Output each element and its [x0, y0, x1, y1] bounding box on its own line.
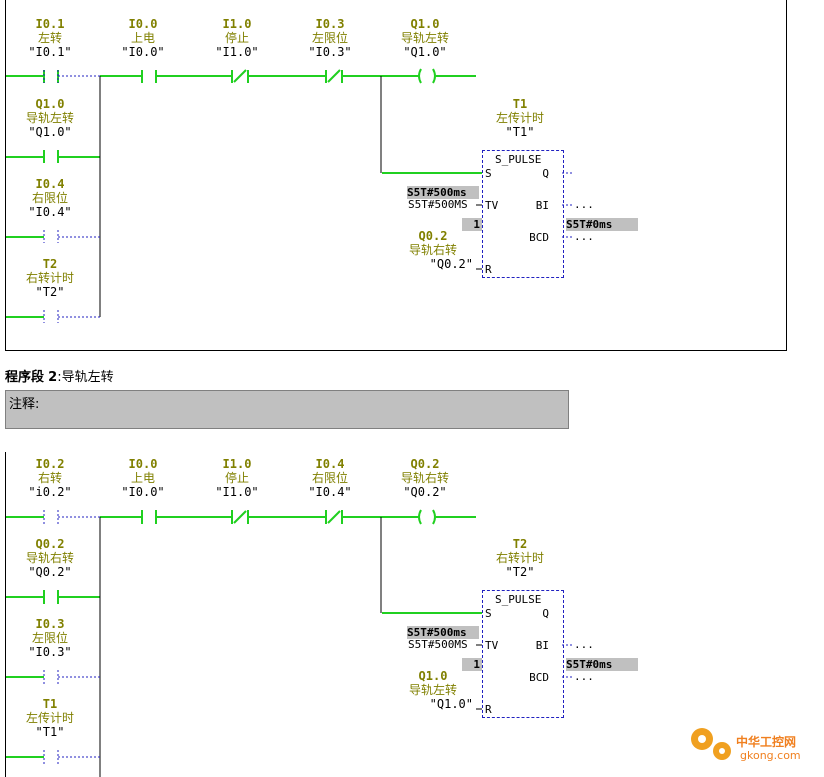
pin-r: R — [485, 263, 492, 276]
gear-logo-icon — [691, 728, 731, 760]
bi-ellipsis-n1: ... — [574, 198, 594, 211]
pin-bi: BI — [535, 199, 549, 212]
status-n1: 1 — [462, 218, 482, 231]
tv-value-n1: S5T#500ms — [407, 186, 479, 199]
pin-bi: BI — [535, 639, 549, 652]
timer-block-n2[interactable]: S_PULSE S Q TV BI BCD R — [482, 590, 564, 718]
branch-label-n1-2[interactable]: T2 右转计时 "T2" — [25, 257, 74, 299]
contact-label-n2-2[interactable]: I1.0 停止 "I1.0" — [215, 457, 259, 499]
timer-type: S_PULSE — [495, 153, 542, 166]
pin-q: Q — [542, 607, 549, 620]
timer-label-n2[interactable]: T2 右转计时 "T2" — [495, 537, 544, 579]
contact-label-n1-2[interactable]: I1.0 停止 "I1.0" — [215, 17, 259, 59]
network-1-ladder — [6, 68, 572, 323]
timer-label-n1[interactable]: T1 左传计时 "T1" — [495, 97, 544, 139]
pin-tv: TV — [485, 639, 499, 652]
tv-const-n1[interactable]: S5T#500MS — [408, 198, 468, 211]
reset-label-n2[interactable]: Q1.0 导轨左转 "Q1.0" — [408, 669, 473, 711]
branch-label-n1-0[interactable]: Q1.0 导轨左转 "Q1.0" — [25, 97, 74, 139]
watermark-en: gkong.com — [740, 749, 801, 762]
branch-label-n1-1[interactable]: I0.4 右限位 "I0.4" — [28, 177, 72, 219]
tv-value-n2: S5T#500ms — [407, 626, 479, 639]
gkong-watermark: 中华工控网 gkong.com — [684, 717, 820, 773]
network-2-frame — [5, 452, 6, 777]
bcd-ellipsis-n1: ... — [574, 230, 594, 243]
segment-2-header[interactable]: 程序段 2:导轨左转 — [5, 370, 114, 385]
contact-label-n1-1[interactable]: I0.0 上电 "I0.0" — [121, 17, 165, 59]
pin-s: S — [485, 607, 492, 620]
network-1-frame — [5, 0, 787, 351]
branch-label-n2-1[interactable]: I0.3 左限位 "I0.3" — [28, 617, 72, 659]
coil-label-n2[interactable]: Q0.2 导轨右转 "Q0.2" — [400, 457, 449, 499]
segment-2-comment[interactable]: 注释: — [5, 390, 569, 429]
tv-const-n2[interactable]: S5T#500MS — [408, 638, 468, 651]
pin-s: S — [485, 167, 492, 180]
bcd-value-n2: S5T#0ms — [566, 658, 638, 671]
contact-label-n2-0[interactable]: I0.2 右转 "i0.2" — [28, 457, 72, 499]
branch-label-n2-2[interactable]: T1 左传计时 "T1" — [25, 697, 74, 739]
contact-label-n2-1[interactable]: I0.0 上电 "I0.0" — [121, 457, 165, 499]
pin-tv: TV — [485, 199, 499, 212]
status-n2: 1 — [462, 658, 482, 671]
bi-ellipsis-n2: ... — [574, 638, 594, 651]
bcd-ellipsis-n2: ... — [574, 670, 594, 683]
contact-label-n2-3[interactable]: I0.4 右限位 "I0.4" — [308, 457, 352, 499]
reset-label-n1[interactable]: Q0.2 导轨右转 "Q0.2" — [408, 229, 473, 271]
coil-label-n1[interactable]: Q1.0 导轨左转 "Q1.0" — [400, 17, 449, 59]
pin-r: R — [485, 703, 492, 716]
contact-label-n1-0[interactable]: I0.1 左转 "I0.1" — [28, 17, 72, 59]
timer-block-n1[interactable]: S_PULSE S Q TV BI BCD R — [482, 150, 564, 278]
pin-bcd: BCD — [529, 231, 549, 244]
pin-q: Q — [542, 167, 549, 180]
bcd-value-n1: S5T#0ms — [566, 218, 638, 231]
timer-type: S_PULSE — [495, 593, 542, 606]
contact-label-n1-3[interactable]: I0.3 左限位 "I0.3" — [308, 17, 352, 59]
pin-bcd: BCD — [529, 671, 549, 684]
watermark-cn: 中华工控网 — [736, 735, 797, 749]
branch-label-n2-0[interactable]: Q0.2 导轨右转 "Q0.2" — [25, 537, 74, 579]
network-2-ladder — [6, 509, 572, 777]
